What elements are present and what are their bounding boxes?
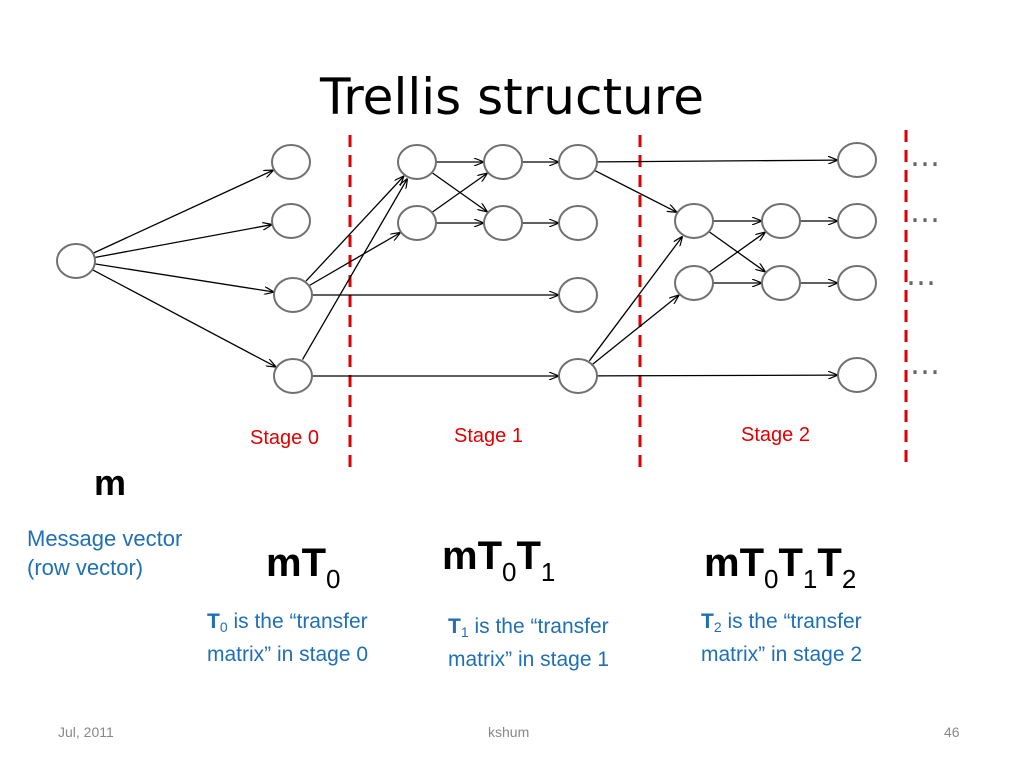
transfer-matrix-2-description: T2 is the “transfer matrix” in stage 2	[701, 606, 862, 671]
continuation-ellipsis-2: …	[906, 258, 936, 293]
transfer-text-line1: is the “transfer	[468, 615, 609, 638]
subscript: 2	[841, 564, 857, 594]
expression-mT0T1T2: mT0T1T2	[704, 541, 856, 594]
node-c1	[483, 205, 523, 241]
continuation-ellipsis-1: …	[910, 195, 940, 230]
node-s	[56, 243, 96, 279]
transfer-text-line2: matrix” in stage 0	[207, 643, 369, 666]
subscript: 0	[502, 557, 517, 587]
node-a1	[271, 203, 311, 239]
subscript: 2	[713, 619, 722, 635]
node-g3	[837, 357, 877, 393]
footer-page-number: 46	[944, 724, 960, 740]
edge-e1-f0	[709, 233, 765, 273]
node-c0	[483, 144, 523, 180]
node-d3	[558, 358, 598, 394]
edge-d0-g0	[596, 160, 837, 162]
node-g1	[837, 203, 877, 239]
transfer-text-line2: matrix” in stage 2	[701, 643, 863, 666]
message-symbol: m	[94, 462, 127, 503]
expression-term: T	[516, 534, 541, 578]
expression-term: T	[778, 541, 803, 585]
transfer-text-line1: is the “transfer	[721, 610, 862, 633]
node-d1	[558, 205, 598, 241]
node-e0	[674, 203, 714, 239]
expression-mT0T1: mT0T1	[442, 534, 555, 587]
edge-d3-g3	[596, 375, 837, 376]
edge-b1-c0	[432, 174, 487, 213]
footer-author: kshum	[488, 724, 530, 740]
stage-2-label: Stage 2	[741, 424, 810, 446]
edge-s-a0	[93, 170, 272, 254]
slide-title: Trellis structure	[320, 68, 704, 126]
transfer-symbol: T	[701, 610, 714, 633]
node-d2	[558, 277, 598, 313]
edge-s-a1	[94, 225, 272, 259]
expression-mT0: mT0	[266, 541, 340, 594]
message-description-line2: (row vector)	[27, 555, 144, 580]
subscript: 1	[802, 564, 818, 594]
transfer-text-line2: matrix” in stage 1	[448, 648, 610, 671]
node-d0	[558, 144, 598, 180]
subscript: 0	[764, 564, 779, 594]
node-a2	[273, 277, 313, 313]
transfer-text-line1: is the “transfer	[227, 610, 368, 633]
stage-0-label: Stage 0	[250, 427, 319, 449]
stage-1-label: Stage 1	[454, 425, 523, 447]
node-f1	[761, 265, 801, 301]
node-g0	[837, 142, 877, 178]
expression-base: mT	[704, 541, 764, 585]
footer-date: Jul, 2011	[58, 724, 114, 740]
node-b0	[397, 144, 437, 180]
node-e1	[674, 265, 714, 301]
subscript: 1	[460, 624, 469, 640]
node-g2	[837, 265, 877, 301]
message-description-line1: Message vector	[27, 526, 183, 551]
edge-d0-e0	[594, 170, 676, 212]
transfer-symbol: T	[448, 615, 461, 638]
edge-a3-b0	[301, 179, 408, 360]
node-a3	[273, 358, 313, 394]
transfer-matrix-0-description: T0 is the “transfer matrix” in stage 0	[207, 606, 368, 671]
subscript: 1	[540, 557, 556, 587]
edge-a2-b1	[309, 233, 399, 287]
continuation-ellipsis-0: …	[910, 139, 940, 174]
message-description: Message vector (row vector)	[27, 524, 182, 582]
edge-d3-e0	[588, 237, 682, 362]
subscript: 0	[326, 564, 341, 594]
subscript: 0	[219, 619, 228, 635]
expression-term: T	[817, 541, 842, 585]
edge-s-a2	[94, 263, 273, 292]
edge-d3-e1	[592, 296, 679, 365]
node-a0	[271, 144, 311, 180]
expression-base: mT	[266, 541, 326, 585]
node-b1	[397, 205, 437, 241]
continuation-ellipsis-3: …	[910, 347, 940, 382]
transfer-symbol: T	[207, 610, 220, 633]
node-f0	[761, 203, 801, 239]
edge-s-a3	[92, 269, 275, 367]
edge-a2-b0	[305, 177, 403, 282]
transfer-matrix-1-description: T1 is the “transfer matrix” in stage 1	[448, 611, 609, 676]
expression-base: mT	[442, 534, 502, 578]
